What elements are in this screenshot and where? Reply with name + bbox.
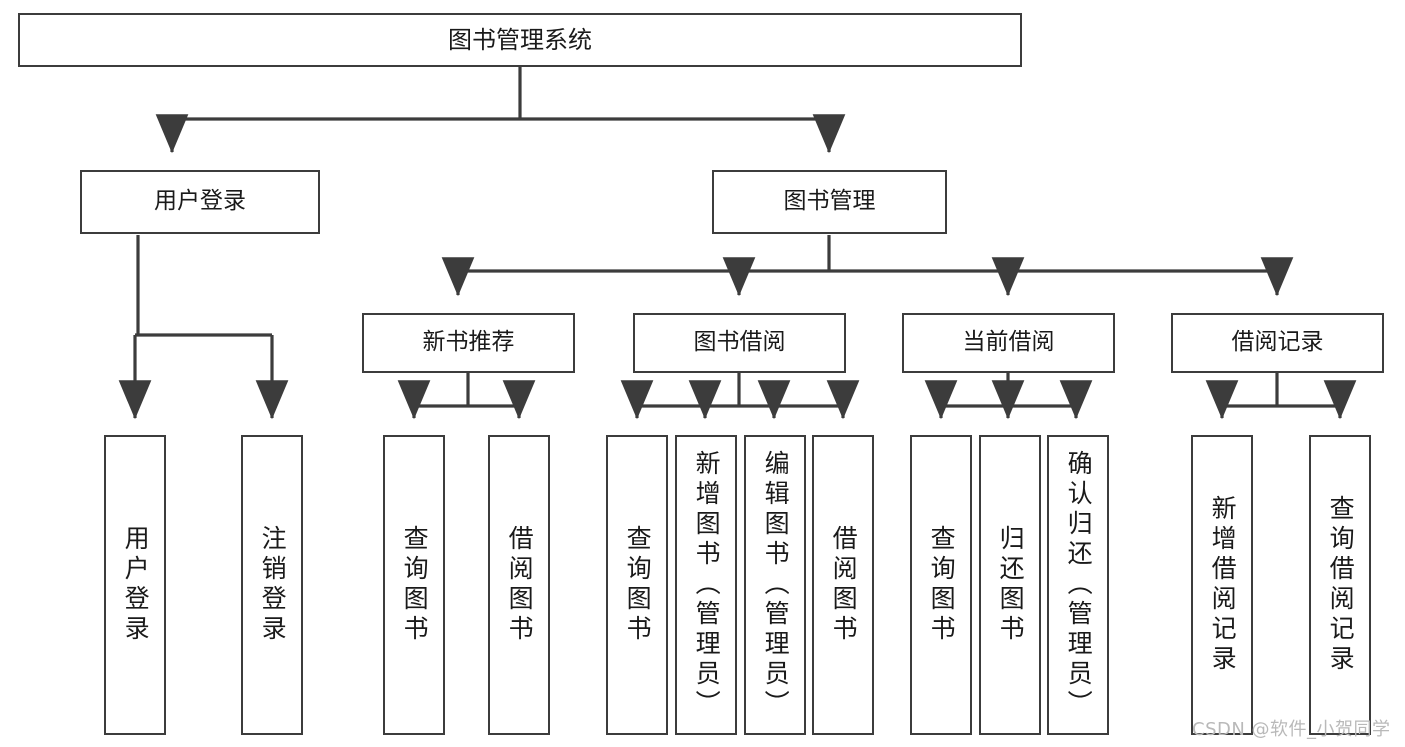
node-label: 图书借阅 — [693, 329, 786, 356]
leaf-confirm-return-admin[interactable]: 确认归还（管理员） — [1047, 435, 1109, 735]
leaf-edit-book-admin[interactable]: 编辑图书（管理员） — [744, 435, 806, 735]
node-label: 图书管理 — [783, 188, 876, 215]
node-user-login[interactable]: 用户登录 — [80, 170, 320, 234]
node-label: 借阅图书 — [505, 525, 535, 645]
node-label: 查询图书 — [927, 525, 957, 645]
node-label: 用户登录 — [121, 525, 151, 645]
node-book-manage[interactable]: 图书管理 — [712, 170, 947, 234]
node-label: 新增图书（管理员） — [692, 450, 722, 720]
node-label: 归还图书 — [996, 525, 1026, 645]
node-label: 用户登录 — [154, 188, 246, 215]
leaf-query-book-borrow[interactable]: 查询图书 — [606, 435, 668, 735]
leaf-return-book[interactable]: 归还图书 — [979, 435, 1041, 735]
node-label: 查询图书 — [623, 525, 653, 645]
watermark-text: CSDN @软件_小贺同学 — [1192, 719, 1391, 740]
node-root-system[interactable]: 图书管理系统 — [18, 13, 1022, 67]
leaf-add-borrow-record[interactable]: 新增借阅记录 — [1191, 435, 1253, 735]
leaf-query-book-recommend[interactable]: 查询图书 — [383, 435, 445, 735]
node-label: 编辑图书（管理员） — [761, 450, 791, 720]
node-label: 新增借阅记录 — [1208, 495, 1238, 675]
node-label: 查询图书 — [400, 525, 430, 645]
node-label: 当前借阅 — [962, 329, 1055, 356]
node-borrow-record[interactable]: 借阅记录 — [1171, 313, 1384, 373]
leaf-borrow-book[interactable]: 借阅图书 — [812, 435, 874, 735]
node-label: 确认归还（管理员） — [1064, 450, 1094, 720]
node-label: 图书管理系统 — [448, 25, 592, 54]
leaf-borrow-book-recommend[interactable]: 借阅图书 — [488, 435, 550, 735]
leaf-logout-login[interactable]: 注销登录 — [241, 435, 303, 735]
node-label: 借阅图书 — [829, 525, 859, 645]
leaf-query-book-current[interactable]: 查询图书 — [910, 435, 972, 735]
leaf-add-book-admin[interactable]: 新增图书（管理员） — [675, 435, 737, 735]
node-current-borrow[interactable]: 当前借阅 — [902, 313, 1115, 373]
node-label: 查询借阅记录 — [1326, 495, 1356, 675]
node-book-borrow[interactable]: 图书借阅 — [633, 313, 846, 373]
node-label: 新书推荐 — [422, 329, 515, 356]
node-new-book-recommend[interactable]: 新书推荐 — [362, 313, 575, 373]
node-label: 借阅记录 — [1231, 329, 1324, 356]
node-label: 注销登录 — [258, 525, 288, 645]
leaf-user-login[interactable]: 用户登录 — [104, 435, 166, 735]
csdn-watermark: CSDN @软件_小贺同学 — [1192, 715, 1391, 741]
leaf-query-borrow-record[interactable]: 查询借阅记录 — [1309, 435, 1371, 735]
